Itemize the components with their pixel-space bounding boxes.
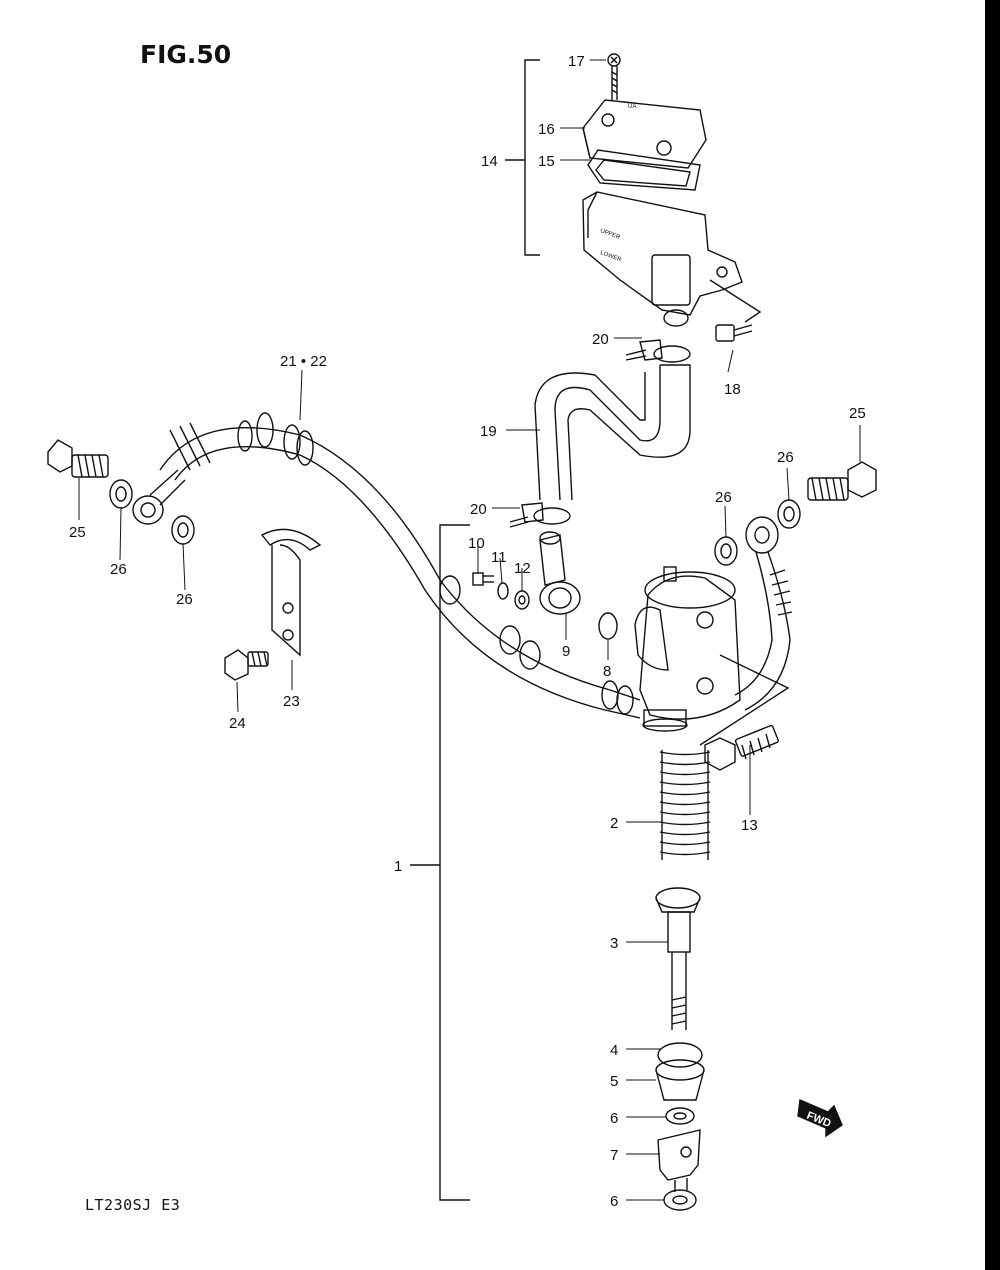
callout-13: 13: [741, 817, 758, 834]
callout-numbers: 17 16 15 14 20 18 21 • 22 19 25 26 20 26…: [69, 53, 866, 1210]
reservoir-body: UPPER LOWER: [582, 191, 743, 327]
callout-4: 4: [610, 1042, 618, 1059]
bolt-18: [709, 279, 762, 342]
leader-lines: [78, 59, 861, 1201]
callout-3: 3: [610, 935, 618, 952]
callout-9: 9: [562, 643, 570, 660]
bolt-24: [224, 649, 269, 681]
callout-12: 12: [514, 560, 531, 577]
washer-26-left-b: [171, 515, 195, 545]
spring-2: [659, 750, 711, 860]
piston-3: [655, 887, 701, 1030]
callout-26-left-a: 26: [110, 561, 127, 578]
callout-26-right-a: 26: [715, 489, 732, 506]
brake-hose-21-22: [132, 412, 641, 719]
callout-14: 14: [481, 153, 498, 170]
washer-11: [497, 582, 509, 600]
figure-title: FIG.50: [140, 40, 232, 69]
callout-19: 19: [480, 423, 497, 440]
callout-15: 15: [538, 153, 555, 170]
bolt-13: [699, 654, 790, 771]
bracket-23: [260, 528, 322, 657]
diaphragm-15: [587, 149, 701, 191]
washer-26-right-b: [777, 499, 801, 529]
clamp-20-lower: [509, 502, 571, 528]
callout-21-22: 21 • 22: [280, 353, 327, 370]
bracket-14: [505, 59, 540, 256]
svg-text:UA: UA: [628, 104, 636, 110]
callout-25-left: 25: [69, 524, 86, 541]
callout-26-right-b: 26: [777, 449, 794, 466]
callout-11: 11: [491, 549, 507, 566]
hose-joint-9: [539, 531, 581, 615]
washer-26-right-a: [714, 536, 738, 566]
screw-17: [607, 53, 621, 100]
bracket-1: [410, 524, 470, 1201]
washer-12: [514, 590, 530, 610]
clamp-20-upper: [625, 339, 691, 363]
banjo-bolt-25-right: [807, 461, 877, 501]
page-edge-bar: [985, 0, 1000, 1270]
hose-19: [534, 364, 691, 501]
banjo-bolt-25-left: [47, 439, 109, 478]
model-code: LT230SJ E3: [85, 1196, 181, 1214]
callout-6-upper: 6: [610, 1110, 618, 1127]
callout-24: 24: [229, 715, 246, 732]
svg-text:UPPER: UPPER: [599, 228, 621, 241]
nut-6-upper: [665, 1107, 695, 1125]
screw-10: [472, 572, 494, 586]
callout-26-left-b: 26: [176, 591, 193, 608]
reservoir-cap-16: UA: [582, 99, 707, 169]
svg-text:LOWER: LOWER: [599, 250, 622, 263]
nut-6-lower: [663, 1189, 697, 1211]
callout-7: 7: [610, 1147, 618, 1164]
callout-5: 5: [610, 1073, 618, 1090]
callout-20-upper: 20: [592, 331, 609, 348]
callout-2: 2: [610, 815, 618, 832]
fwd-arrow: [797, 1098, 843, 1138]
callout-10: 10: [468, 535, 485, 552]
clevis-7: [657, 1129, 701, 1192]
boot-5: [655, 1059, 705, 1101]
callout-6-lower: 6: [610, 1193, 618, 1210]
circlip-4: [657, 1042, 703, 1068]
callout-17: 17: [568, 53, 585, 70]
callout-1: 1: [394, 858, 402, 875]
washer-26-left-a: [109, 479, 133, 509]
callout-16: 16: [538, 121, 555, 138]
callout-20-lower: 20: [470, 501, 487, 518]
master-cylinder-body: [634, 566, 741, 732]
callout-8: 8: [603, 663, 611, 680]
callout-18: 18: [724, 381, 741, 398]
callout-23: 23: [283, 693, 300, 710]
o-ring-8: [598, 612, 618, 640]
callout-25-right: 25: [849, 405, 866, 422]
brake-hose-right: [734, 516, 793, 711]
